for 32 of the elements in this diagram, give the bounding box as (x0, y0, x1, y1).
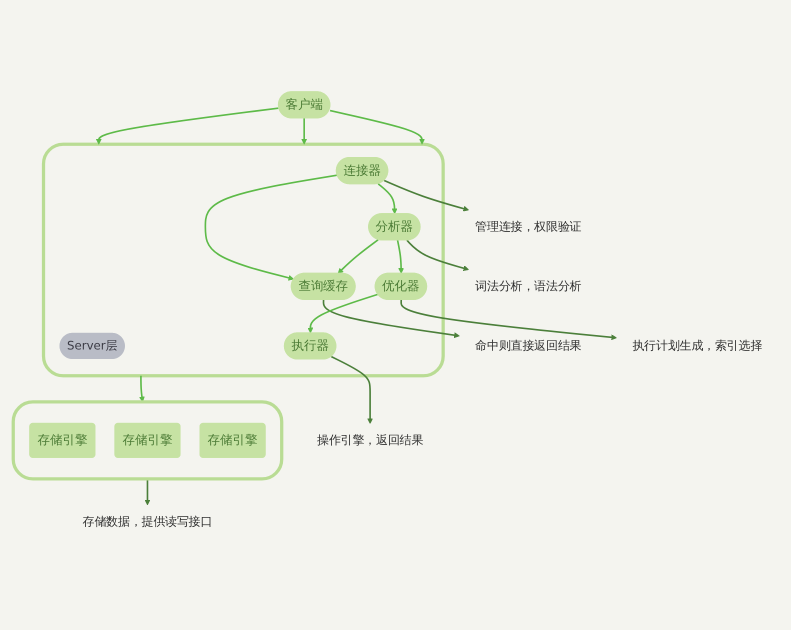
engine-tile: 存储引擎 (114, 422, 181, 458)
note-text: 存储数据，提供读写接口 (82, 514, 212, 529)
arrow (330, 110, 425, 145)
arrow (204, 174, 338, 281)
group-frame (42, 142, 445, 378)
arrow (322, 300, 460, 338)
component-pill: 分析器 (368, 213, 421, 240)
arrow (378, 183, 398, 214)
note-text: 管理连接，权限验证 (475, 220, 582, 234)
engine-tile: 存储引擎 (200, 422, 266, 458)
note-text: 命中则直接返回结果 (475, 339, 582, 353)
arrow (301, 118, 308, 145)
component-pill: Server层 (60, 332, 125, 360)
arrow (406, 240, 469, 272)
arrow (396, 240, 404, 274)
note-text: 执行计划生成，索引选择 (632, 339, 762, 353)
arrow (144, 478, 150, 506)
arrow (307, 294, 378, 334)
component-pill: 优化器 (374, 272, 428, 300)
note-text: 词法分析，语法分析 (475, 279, 582, 294)
arrow (330, 356, 373, 424)
component-pill: 查询缓存 (290, 272, 356, 300)
arrow (338, 239, 379, 274)
arrow (96, 107, 278, 145)
group-frame (12, 400, 284, 480)
arrow (139, 376, 145, 402)
note-text: 操作引擎，返回结果 (317, 434, 424, 448)
component-pill: 客户端 (278, 91, 330, 118)
component-pill: 连接器 (336, 157, 388, 184)
arrow (384, 180, 469, 212)
engine-tile: 存储引擎 (29, 422, 96, 458)
component-pill: 执行器 (284, 332, 336, 360)
